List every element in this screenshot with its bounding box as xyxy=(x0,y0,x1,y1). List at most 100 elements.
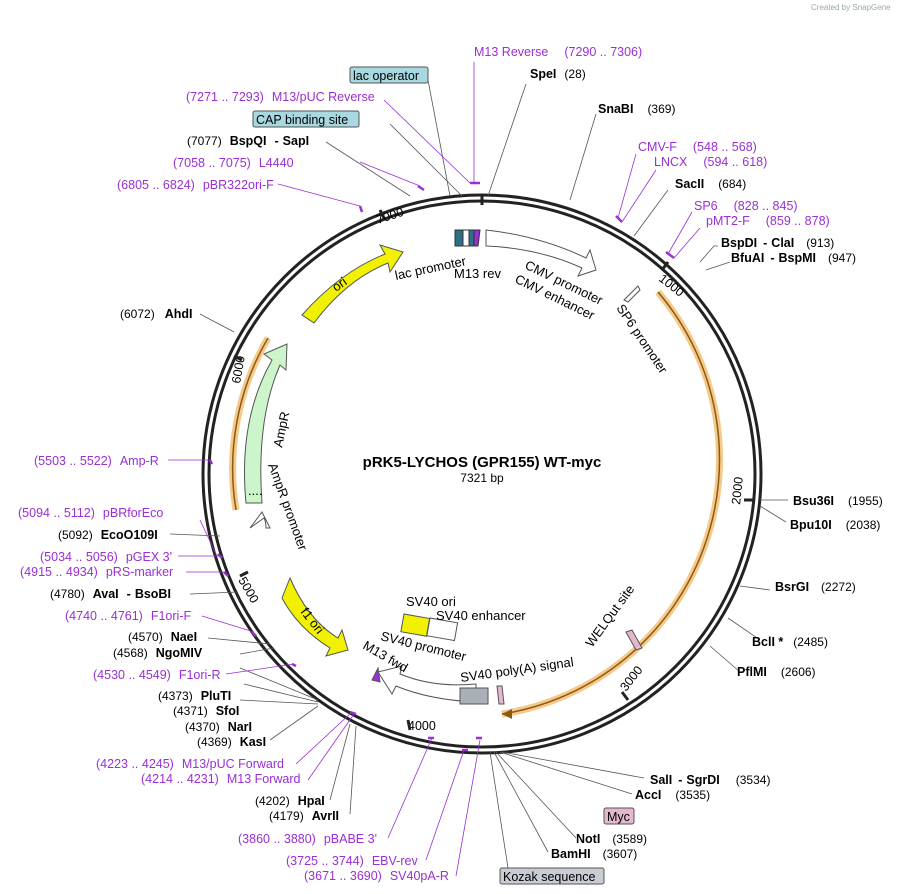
sv40-promoter-arrow xyxy=(377,665,477,703)
site-Bpu10I: Bpu10I(2038) xyxy=(790,518,880,532)
tick-4000: 4000 xyxy=(408,719,436,733)
site-NaeI: (4570)NaeI xyxy=(128,630,197,644)
welqut-feature xyxy=(625,629,643,651)
sp6-promoter-arrow xyxy=(623,285,641,303)
cap-label: CAP binding site xyxy=(256,113,348,127)
primer-M13-Forward: (4214 .. 4231)M13 Forward xyxy=(141,772,301,786)
sv40-ori-label: SV40 ori xyxy=(406,594,456,609)
sv40-polya-label: SV40 poly(A) signal xyxy=(459,654,574,685)
f1-ori-arrow xyxy=(281,576,349,657)
plasmid-length: 7321 bp xyxy=(460,471,504,485)
site-AccI: AccI(3535) xyxy=(635,788,710,802)
site-SpeI: SpeI(28) xyxy=(530,67,586,81)
left-primer-labels: (7271 .. 7293)M13/pUC Reverse (7058 .. 7… xyxy=(18,90,449,883)
ampr-highlight-line xyxy=(231,337,269,511)
primer-LNCX: LNCX(594 .. 618) xyxy=(654,155,767,169)
site-BclI: BclI *(2485) xyxy=(752,635,828,649)
ori-label: ori xyxy=(329,274,350,295)
primer-SP6: SP6(828 .. 845) xyxy=(694,199,798,213)
site-HpaI: (4202)HpaI xyxy=(255,794,325,808)
site-AhdI: (6072)AhdI xyxy=(120,307,192,321)
primer-pBRforEco: (5094 .. 5112)pBRforEco xyxy=(18,506,163,520)
ori-arrow xyxy=(301,244,404,324)
site-BspDI-ClaI: BspDI-ClaI(913) xyxy=(721,236,834,250)
left-site-labels: (7077)BspQI-SapI (6072)AhdI (5092)EcoO10… xyxy=(50,134,339,823)
primer-leaders xyxy=(168,62,701,877)
primer-pMT2-F: pMT2-F(859 .. 878) xyxy=(706,214,830,228)
tick-6000: 6000 xyxy=(229,355,248,385)
m13-fwd-arrow xyxy=(371,666,381,683)
ampr-arrow xyxy=(244,343,288,504)
welqut-label: WELQut site xyxy=(582,582,637,650)
plasmid-title: pRK5-LYCHOS (GPR155) WT-myc xyxy=(363,454,602,471)
cmv-promoter-arrow xyxy=(485,229,597,277)
site-SnaBI: SnaBI(369) xyxy=(598,102,675,116)
site-SacII: SacII(684) xyxy=(675,177,746,191)
primer-M13pUC-Forward: (4223 .. 4245)M13/pUC Forward xyxy=(96,757,284,771)
site-AvrII: (4179)AvrII xyxy=(269,809,339,823)
primer-M13-Reverse: M13 Reverse(7290 .. 7306) xyxy=(474,45,642,59)
primer-pBR322ori-F: (6805 .. 6824)pBR322ori-F xyxy=(117,178,274,192)
site-BspQI-SapI: (7077)BspQI-SapI xyxy=(187,134,309,148)
cap-box xyxy=(252,110,360,128)
primer-marks xyxy=(208,181,675,752)
ampr-promoter-label: AmpR promoter xyxy=(265,461,311,553)
sv40-enhancer-label: SV40 enhancer xyxy=(436,608,526,623)
primer-pGEX3: (5034 .. 5056)pGEX 3' xyxy=(40,550,172,564)
site-BsrGI: BsrGI(2272) xyxy=(775,580,856,594)
site-PluTI: (4373)PluTI xyxy=(158,689,231,703)
lac-operator-label: lac operator xyxy=(353,69,419,83)
tick-2000: 2000 xyxy=(729,476,746,505)
site-AvaI-BsoBI: (4780)AvaI-BsoBI xyxy=(50,587,171,601)
primer-pRS-marker: (4915 .. 4934)pRS-marker xyxy=(20,565,173,579)
ampr-label: AmpR xyxy=(270,410,292,448)
sv40-polya-box xyxy=(459,687,489,705)
myc-label: Myc xyxy=(607,810,630,824)
site-BfuAI-BspMI: BfuAI-BspMI(947) xyxy=(731,251,856,265)
primer-F1ori-F: (4740 .. 4761)F1ori-F xyxy=(65,609,191,623)
cap-feature xyxy=(468,229,475,247)
lac-operator-box xyxy=(349,66,429,84)
sp6-promoter-label: SP6 promoter xyxy=(614,301,672,376)
site-EcoO109I: (5092)EcoO109I xyxy=(58,528,158,542)
sv40-enhancer-box xyxy=(426,617,459,642)
m13-rev-feature xyxy=(473,229,481,247)
site-Bsu36I: Bsu36I(1955) xyxy=(793,494,883,508)
right-site-labels: SpeI(28) SnaBI(369) SacII(684) BspDI-Cla… xyxy=(530,67,883,861)
tick-7000: 7000 xyxy=(375,205,406,227)
site-BamHI: BamHI(3607) xyxy=(551,847,637,861)
ampr-promoter-arrow xyxy=(249,511,271,529)
site-leaders xyxy=(169,79,788,869)
site-NgoMIV: (4568)NgoMIV xyxy=(113,646,203,660)
kozak-box xyxy=(499,867,605,885)
lac-promoter-feature xyxy=(462,229,470,247)
m13-rev-label: M13 rev xyxy=(454,266,501,281)
primer-Amp-R: (5503 .. 5522)Amp-R xyxy=(34,454,159,468)
right-primer-labels: M13 Reverse(7290 .. 7306) CMV-F(548 .. 5… xyxy=(474,45,830,228)
primer-EBV-rev: (3725 .. 3744)EBV-rev xyxy=(286,854,418,868)
orf-arrowhead xyxy=(502,709,512,719)
boxed-labels: lac operator CAP binding site Myc Kozak … xyxy=(252,66,635,885)
primer-F1ori-R: (4530 .. 4549)F1ori-R xyxy=(93,668,221,682)
snapgene-credit: Created by SnapGene xyxy=(811,3,891,12)
site-SfoI: (4371)SfoI xyxy=(173,704,239,718)
orf-highlight xyxy=(501,289,723,718)
tick-3000: 3000 xyxy=(617,663,645,694)
myc-feature xyxy=(496,685,505,705)
ampr-dots: .... xyxy=(248,483,262,498)
orf-arrow xyxy=(501,291,721,715)
tick-marks xyxy=(233,195,754,731)
site-SalI-SgrDI: SalI-SgrDI(3534) xyxy=(650,773,770,787)
primer-pBABE3: (3860 .. 3880)pBABE 3' xyxy=(238,832,377,846)
primer-M13pUC-Reverse: (7271 .. 7293)M13/pUC Reverse xyxy=(186,90,375,104)
primer-SV40pA-R: (3671 .. 3690)SV40pA-R xyxy=(304,869,449,883)
site-PflMI: PflMI(2606) xyxy=(737,665,816,679)
primer-L4440: (7058 .. 7075)L4440 xyxy=(173,156,294,170)
site-NotI: NotI(3589) xyxy=(576,832,647,846)
kozak-label: Kozak sequence xyxy=(503,870,595,884)
site-NarI: (4370)NarI xyxy=(185,720,252,734)
myc-box xyxy=(603,807,635,825)
primer-CMV-F: CMV-F(548 .. 568) xyxy=(638,140,757,154)
lac-operator-feature xyxy=(454,229,464,247)
